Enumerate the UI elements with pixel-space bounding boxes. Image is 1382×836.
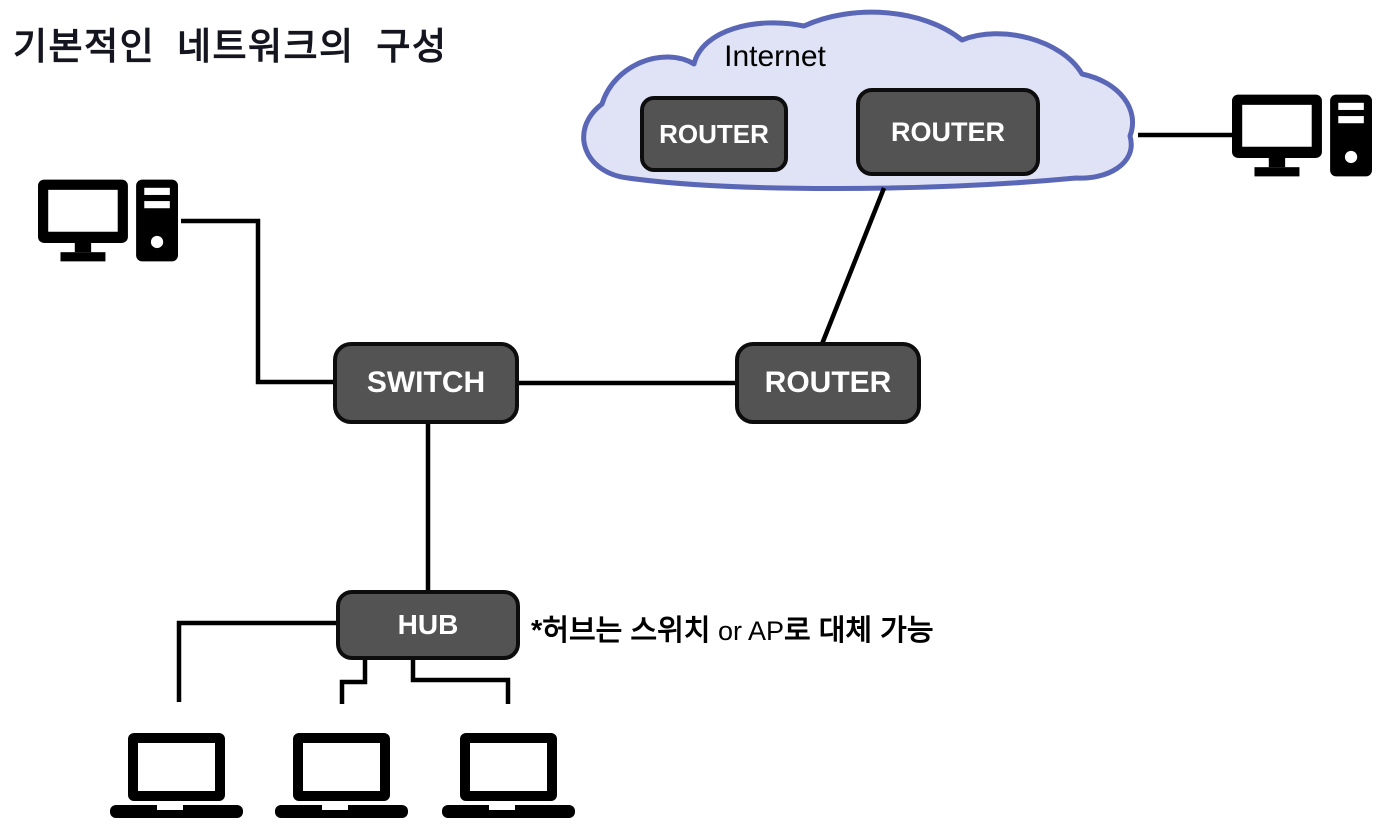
link-hub-laptop2: [339, 660, 368, 704]
hub-node: HUB: [336, 590, 520, 660]
cloud-router-right-node: ROUTER: [856, 88, 1040, 176]
laptop-icon: [110, 733, 243, 818]
hub-annotation-part2: or AP: [710, 616, 784, 646]
link-router-cloud: [819, 187, 887, 345]
hub-label: HUB: [397, 609, 459, 640]
desktop-computer-icon: [38, 179, 178, 262]
laptop-1: [110, 733, 243, 818]
hub-annotation-part3: 로 대체 가능: [783, 615, 934, 647]
link-hub-laptop3: [410, 660, 511, 704]
laptop-2: [275, 733, 408, 818]
laptop-3: [442, 733, 575, 818]
hub-annotation-part1: *허브는 스위치: [531, 615, 711, 647]
link-hub-laptop1: [176, 620, 336, 702]
desktop-computer-right: [1232, 93, 1372, 178]
desktop-computer-icon: [1232, 94, 1372, 177]
desktop-computer-left: [38, 178, 178, 263]
laptop-icon: [442, 733, 575, 818]
internet-label: Internet: [724, 40, 826, 73]
switch-node: SWITCH: [333, 342, 519, 424]
diagram-title: 기본적인 네트워크의 구성: [13, 26, 448, 67]
switch-label: SWITCH: [366, 366, 486, 399]
cloud-router-left-label: ROUTER: [659, 118, 769, 149]
laptop-icon: [275, 733, 408, 818]
link-desktop-left-switch: [181, 218, 333, 385]
cloud-router-left-node: ROUTER: [640, 96, 788, 172]
router-node: ROUTER: [735, 342, 921, 424]
cloud-router-right-label: ROUTER: [891, 116, 1005, 147]
router-label: ROUTER: [764, 366, 892, 399]
hub-annotation: *허브는 스위치 or AP로 대체 가능: [531, 607, 934, 649]
